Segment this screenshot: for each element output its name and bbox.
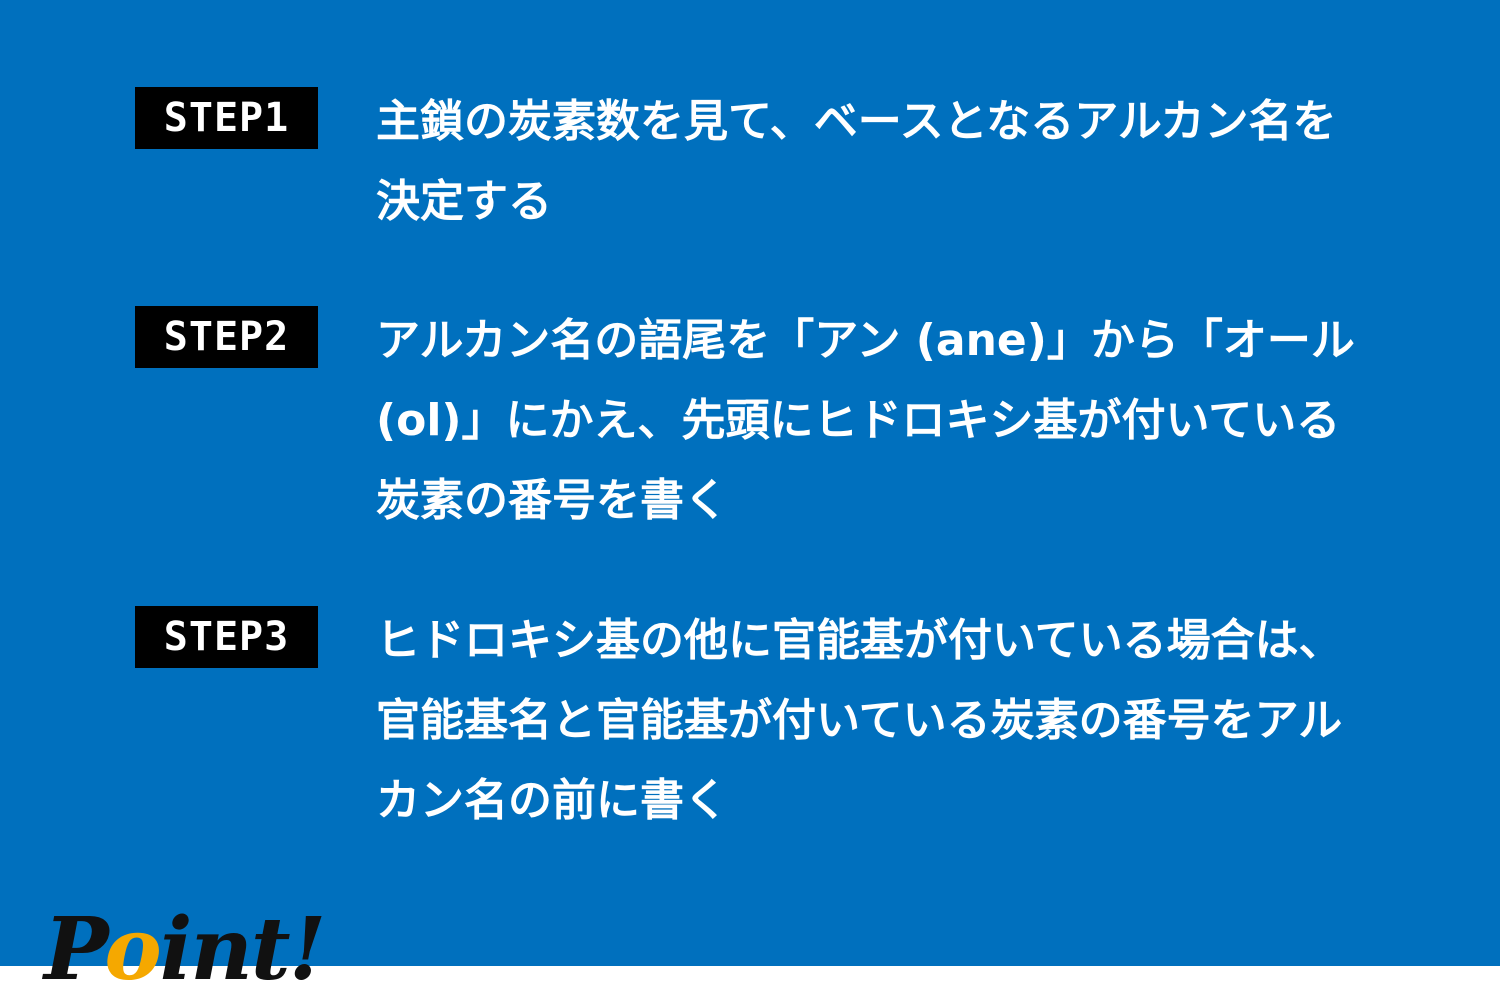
- step-3-text: ヒドロキシ基の他に官能基が付いている場合は、官能基名と官能基が付いている炭素の番…: [376, 615, 1343, 826]
- point-logo: Point!: [44, 899, 327, 1000]
- point-logo-letter-p: P: [44, 899, 106, 1000]
- point-logo-letter-o: o: [104, 899, 161, 1000]
- step-1-badge: STEP1: [135, 87, 318, 149]
- step-2-text: アルカン名の語尾を「アン (ane)」から「オール (ol)」にかえ、先頭にヒド…: [376, 315, 1355, 526]
- step-2-badge: STEP2: [135, 306, 318, 368]
- step-3-badge: STEP3: [135, 606, 318, 668]
- step-1-text: 主鎖の炭素数を見て、ベースとなるアルカン名を決定する: [376, 96, 1337, 227]
- point-logo-letters-int: int!: [159, 899, 327, 1000]
- content-panel: STEP1 主鎖の炭素数を見て、ベースとなるアルカン名を決定する STEP2 ア…: [0, 0, 1500, 966]
